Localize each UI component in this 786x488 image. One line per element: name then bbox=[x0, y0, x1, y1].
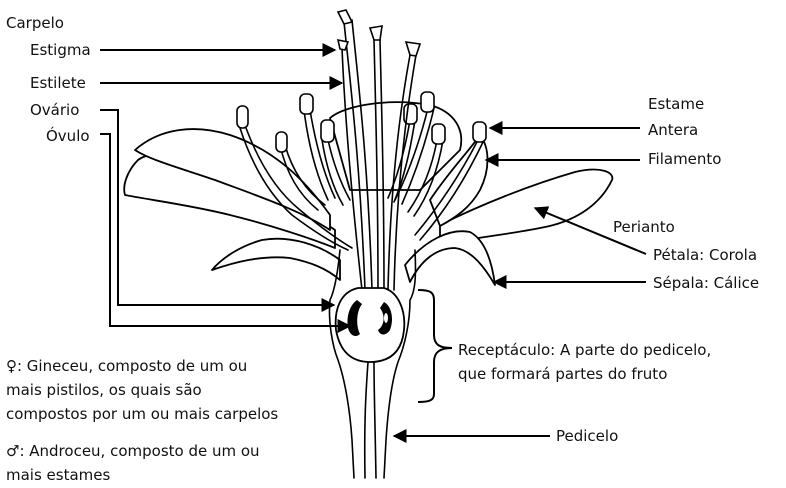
note-androceu-2: mais estames bbox=[6, 466, 111, 484]
pedicel-inner-left bbox=[365, 362, 368, 478]
anther bbox=[421, 92, 434, 112]
label-sepala: Sépala: Cálice bbox=[653, 274, 759, 292]
label-receptaculo-2: que formará partes do fruto bbox=[458, 365, 667, 383]
label-petala: Pétala: Corola bbox=[653, 246, 757, 264]
label-filamento: Filamento bbox=[648, 150, 721, 168]
pedicel-inner-right bbox=[374, 362, 376, 478]
label-pedicelo: Pedicelo bbox=[556, 427, 618, 445]
anther bbox=[432, 124, 445, 144]
anther bbox=[237, 106, 248, 128]
note-androceu-1: ♂: Androceu, composto de um ou bbox=[6, 442, 260, 460]
label-estame: Estame bbox=[648, 95, 704, 113]
label-antera: Antera bbox=[648, 121, 698, 139]
label-receptaculo-1: Receptáculo: A parte do pedicelo, bbox=[458, 341, 711, 359]
note-gineceu-2: mais pistilos, os quais são bbox=[6, 381, 202, 399]
label-perianto: Perianto bbox=[613, 218, 675, 236]
ovule-right-hole bbox=[384, 313, 388, 323]
receptaculo-brace bbox=[418, 290, 452, 402]
label-ovulo: Óvulo bbox=[46, 126, 90, 145]
stigma bbox=[338, 10, 352, 24]
anther bbox=[473, 122, 486, 142]
note-gineceu-1: ♀: Gineceu, composto de um ou bbox=[6, 357, 247, 375]
stigma bbox=[406, 42, 420, 56]
stigma bbox=[370, 26, 382, 40]
label-ovario: Ovário bbox=[30, 101, 79, 119]
label-estigma: Estigma bbox=[30, 41, 91, 59]
anther bbox=[321, 120, 334, 142]
anther bbox=[300, 94, 313, 114]
sepal-right bbox=[405, 231, 495, 285]
receptacle-outline-left bbox=[329, 250, 354, 478]
sepal-left bbox=[212, 239, 340, 280]
note-gineceu-3: compostos por um ou mais carpelos bbox=[6, 405, 278, 423]
label-carpelo: Carpelo bbox=[6, 14, 64, 32]
label-estilete: Estilete bbox=[30, 74, 86, 92]
anther bbox=[276, 132, 287, 152]
